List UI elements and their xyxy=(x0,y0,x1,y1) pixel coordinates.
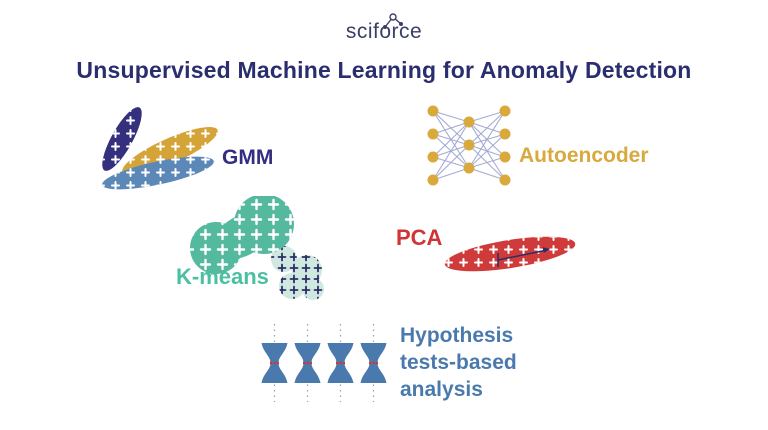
autoencoder-network-icon xyxy=(427,105,511,186)
pca-principal-axes xyxy=(497,247,550,267)
hypothesis-label-line1: Hypothesis xyxy=(400,324,514,347)
page-title: Unsupervised Machine Learning for Anomal… xyxy=(76,57,692,83)
pca-ellipse-illustration xyxy=(442,229,578,279)
autoencoder-label: Autoencoder xyxy=(519,144,649,167)
hypothesis-tests-illustration xyxy=(261,324,387,402)
gmm-clusters-illustration xyxy=(95,102,223,195)
hypothesis-label-line3: analysis xyxy=(400,378,483,401)
hypothesis-label-line2: tests-based xyxy=(400,351,517,374)
brand-name: sciforce xyxy=(345,20,423,43)
molecule-icon xyxy=(382,13,403,29)
kmeans-clusters-illustration xyxy=(190,196,324,300)
hypothesis-label: Hypothesis tests-based analysis xyxy=(400,322,517,403)
pca-label: PCA xyxy=(396,225,443,250)
brand-logo: sciforce xyxy=(0,13,768,44)
gmm-label: GMM xyxy=(222,146,274,169)
kmeans-label: K-means xyxy=(176,264,269,289)
